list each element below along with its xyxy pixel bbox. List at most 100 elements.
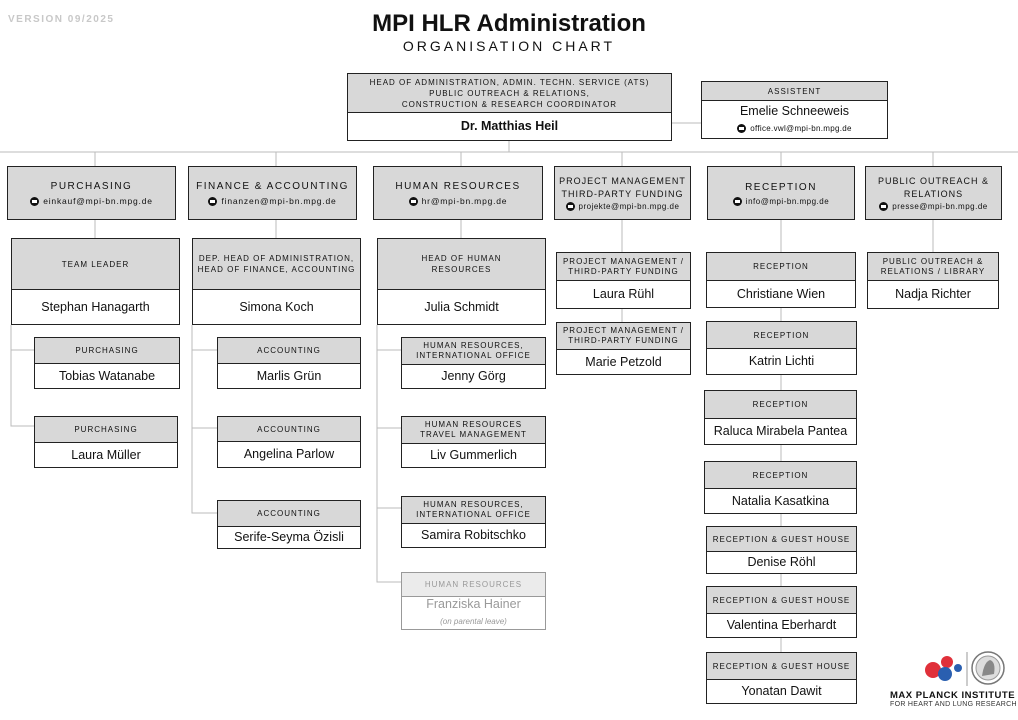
staff-role-line-2: HEAD OF FINANCE, ACCOUNTING	[197, 265, 356, 274]
staff-role: ACCOUNTING	[218, 417, 360, 442]
dept-project-management: PROJECT MANAGEMENT THIRD-PARTY FUNDING p…	[554, 166, 691, 220]
dept-email[interactable]: info@mpi-bn.mpg.de	[732, 196, 829, 206]
head-of-administration-box: HEAD OF ADMINISTRATION, ADMIN. TECHN. SE…	[347, 73, 672, 141]
dept-public-outreach: PUBLIC OUTREACH & RELATIONS presse@mpi-b…	[865, 166, 1002, 220]
staff-role: RECEPTION & GUEST HOUSE	[707, 527, 856, 552]
staff-role-line-2: INTERNATIONAL OFFICE	[416, 510, 531, 519]
staff-card: RECEPTION & GUEST HOUSE Denise Röhl	[706, 526, 857, 574]
dept-email[interactable]: hr@mpi-bn.mpg.de	[408, 196, 508, 206]
staff-name: Marlis Grün	[256, 368, 322, 383]
staff-role: TEAM LEADER	[12, 239, 179, 290]
mail-icon	[565, 202, 575, 211]
staff-card: PURCHASING Laura Müller	[34, 416, 178, 468]
staff-role: PURCHASING	[35, 417, 177, 443]
institute-name: MAX PLANCK INSTITUTE	[890, 690, 1016, 701]
staff-name: Katrin Lichti	[748, 354, 815, 368]
staff-card: PROJECT MANAGEMENT / THIRD-PARTY FUNDING…	[556, 252, 691, 309]
staff-role: PROJECT MANAGEMENT / THIRD-PARTY FUNDING	[557, 253, 690, 281]
staff-role: RECEPTION & GUEST HOUSE	[707, 653, 856, 680]
dept-title: FINANCE & ACCOUNTING	[196, 181, 349, 192]
staff-role-line-1: PROJECT MANAGEMENT /	[562, 256, 685, 266]
staff-card: RECEPTION Katrin Lichti	[706, 321, 857, 375]
mail-icon	[408, 196, 418, 206]
dept-title: PURCHASING	[50, 181, 133, 192]
staff-role-line-2: THIRD-PARTY FUNDING	[568, 266, 679, 276]
staff-role: HUMAN RESOURCES TRAVEL MANAGEMENT	[402, 417, 545, 444]
staff-role: PURCHASING	[35, 338, 179, 364]
staff-role: ACCOUNTING	[218, 501, 360, 527]
assistant-box: ASSISTENT Emelie Schneeweis office.vwl@m…	[701, 81, 888, 139]
head-role-line-3: CONSTRUCTION & RESEARCH COORDINATOR	[401, 99, 618, 109]
staff-role: HUMAN RESOURCES, INTERNATIONAL OFFICE	[402, 338, 545, 365]
head-role-line-2: PUBLIC OUTREACH & RELATIONS,	[429, 88, 590, 98]
logo-blue-dot-small	[954, 664, 962, 672]
staff-role: DEP. HEAD OF ADMINISTRATION, HEAD OF FIN…	[193, 239, 360, 290]
staff-role: RECEPTION & GUEST HOUSE	[707, 587, 856, 614]
dept-email[interactable]: finanzen@mpi-bn.mpg.de	[208, 196, 336, 206]
staff-name: Natalia Kasatkina	[731, 493, 830, 508]
staff-card: RECEPTION Natalia Kasatkina	[704, 461, 857, 514]
staff-name: Laura Müller	[71, 447, 141, 462]
staff-role: HEAD OF HUMAN RESOURCES	[378, 239, 545, 290]
staff-role: RECEPTION	[705, 462, 856, 489]
logo-red-dot-small	[941, 656, 953, 668]
mail-icon	[208, 196, 218, 206]
staff-role: RECEPTION	[705, 391, 856, 419]
staff-name: Denise Röhl	[747, 555, 816, 569]
staff-card: HUMAN RESOURCES TRAVEL MANAGEMENT Liv Gu…	[401, 416, 546, 468]
staff-card: PUBLIC OUTREACH & RELATIONS / LIBRARY Na…	[867, 252, 999, 309]
dept-title-line-1: PROJECT MANAGEMENT	[559, 176, 686, 186]
staff-card-on-leave: HUMAN RESOURCES Franziska Hainer (on par…	[401, 572, 546, 630]
staff-name: Valentina Eberhardt	[726, 618, 837, 632]
staff-name: Tobias Watanabe	[58, 368, 156, 383]
staff-role-line-1: PROJECT MANAGEMENT /	[562, 326, 685, 335]
staff-role-line-2: TRAVEL MANAGEMENT	[420, 430, 527, 439]
staff-role: RECEPTION	[707, 322, 856, 349]
staff-card: DEP. HEAD OF ADMINISTRATION, HEAD OF FIN…	[192, 238, 361, 325]
dept-email[interactable]: einkauf@mpi-bn.mpg.de	[30, 196, 153, 206]
staff-role: HUMAN RESOURCES	[402, 573, 545, 597]
page-title: MPI HLR Administration	[372, 10, 646, 37]
staff-card: PURCHASING Tobias Watanabe	[34, 337, 180, 389]
assistant-info: Emelie Schneeweis office.vwl@mpi-bn.mpg.…	[702, 101, 887, 138]
mail-icon	[879, 202, 889, 211]
staff-name: Samira Robitschko	[421, 528, 526, 542]
dept-email[interactable]: projekte@mpi-bn.mpg.de	[565, 202, 680, 211]
mail-icon	[30, 196, 40, 206]
staff-card: ACCOUNTING Marlis Grün	[217, 337, 361, 389]
staff-card: RECEPTION Christiane Wien	[706, 252, 856, 308]
staff-role: ACCOUNTING	[218, 338, 360, 364]
dept-reception: RECEPTION info@mpi-bn.mpg.de	[707, 166, 855, 220]
mail-icon	[737, 123, 747, 133]
assistant-email[interactable]: office.vwl@mpi-bn.mpg.de	[737, 121, 851, 136]
max-planck-logo	[925, 651, 1005, 686]
staff-role-line-1: HUMAN RESOURCES,	[423, 500, 524, 509]
assistant-role: ASSISTENT	[702, 82, 887, 101]
institute-subline: FOR HEART AND LUNG RESEARCH	[890, 701, 1017, 708]
staff-role-line-2: RESOURCES	[431, 265, 492, 274]
head-role: HEAD OF ADMINISTRATION, ADMIN. TECHN. SE…	[348, 74, 671, 113]
mail-icon	[732, 196, 742, 206]
dept-email[interactable]: presse@mpi-bn.mpg.de	[879, 202, 988, 211]
staff-role-line-2: INTERNATIONAL OFFICE	[416, 351, 531, 360]
dept-finance-accounting: FINANCE & ACCOUNTING finanzen@mpi-bn.mpg…	[188, 166, 357, 220]
logo-red-dot-large	[925, 662, 941, 678]
staff-card: ACCOUNTING Angelina Parlow	[217, 416, 361, 468]
staff-role-line-1: DEP. HEAD OF ADMINISTRATION,	[198, 254, 355, 263]
version-label: VERSION 09/2025	[8, 14, 115, 25]
parental-leave-note: (on parental leave)	[440, 617, 507, 626]
staff-role-line-2: THIRD-PARTY FUNDING	[568, 336, 679, 345]
staff-name: Yonatan Dawit	[741, 684, 822, 698]
staff-name: Laura Rühl	[592, 287, 655, 301]
dept-title: HUMAN RESOURCES	[395, 181, 521, 192]
staff-card: RECEPTION Raluca Mirabela Pantea	[704, 390, 857, 445]
assistant-name: Emelie Schneeweis	[739, 103, 850, 118]
staff-name: Jenny Görg	[441, 369, 506, 383]
staff-name: Nadja Richter	[895, 287, 971, 301]
dept-title-line-2: THIRD-PARTY FUNDING	[561, 189, 684, 199]
staff-card: HUMAN RESOURCES, INTERNATIONAL OFFICE Sa…	[401, 496, 546, 548]
staff-role: RECEPTION	[707, 253, 855, 281]
page-subtitle: ORGANISATION CHART	[402, 38, 616, 54]
staff-role-line-1: HEAD OF HUMAN	[421, 254, 502, 263]
